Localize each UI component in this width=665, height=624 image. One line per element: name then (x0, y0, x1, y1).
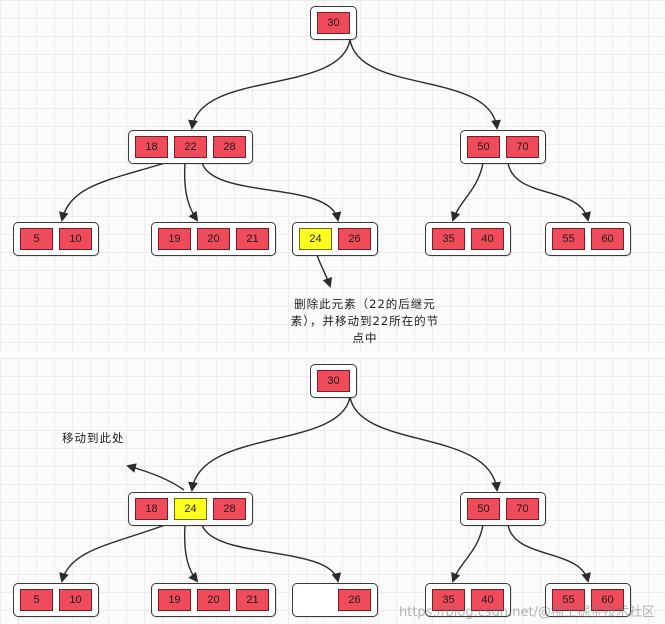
key: 55 (552, 589, 585, 611)
edge-18-leaf1-b (59, 524, 166, 583)
key: 20 (197, 228, 230, 250)
key: 28 (213, 498, 246, 520)
key: 5 (20, 228, 53, 250)
key: 50 (467, 498, 500, 520)
key: 19 (158, 228, 191, 250)
bottom-diagram-panel (0, 358, 665, 624)
leaf-node-5: 55 60 (545, 222, 631, 256)
leaf-node-3: 24 26 (292, 222, 378, 256)
key: 60 (591, 589, 624, 611)
edge-root-left-b (188, 396, 351, 492)
leaf-node-2: 19 20 21 (151, 583, 276, 617)
key: 70 (506, 498, 539, 520)
key: 35 (432, 228, 465, 250)
root-node: 30 (310, 6, 357, 40)
key: 70 (506, 136, 539, 158)
key: 50 (467, 136, 500, 158)
leaf-node-4: 35 40 (425, 583, 511, 617)
edge-70-leaf5 (507, 162, 592, 222)
internal-node-left: 18 22 28 (128, 130, 253, 164)
key-highlighted: 24 (299, 228, 332, 250)
key: 18 (135, 136, 168, 158)
key: 28 (213, 136, 246, 158)
edge-70-leaf5-b (507, 524, 591, 583)
leaf-node-2: 19 20 21 (151, 222, 276, 256)
edge-root-right (349, 39, 501, 130)
leaf-node-5: 55 60 (545, 583, 631, 617)
key: 26 (338, 589, 371, 611)
edge-50-leaf4-b (451, 524, 484, 583)
key: 40 (471, 228, 504, 250)
key-empty-slot (299, 589, 332, 611)
key: 20 (197, 589, 230, 611)
edge-24-note-b (126, 463, 185, 491)
key: 26 (338, 228, 371, 250)
key: 40 (471, 589, 504, 611)
internal-node-left: 18 24 28 (128, 492, 253, 526)
internal-node-right: 50 70 (460, 130, 546, 164)
key: 10 (59, 589, 92, 611)
key: 18 (135, 498, 168, 520)
leaf-node-1: 5 10 (13, 583, 99, 617)
key: 5 (20, 589, 53, 611)
edge-root-left (188, 39, 351, 130)
watermark: https://blog.csdn.net/@稀土掘金技术社区 (398, 605, 655, 620)
annotation-note: 删除此元素（22的后继元素），并移动到22所在的节点中 (290, 297, 440, 345)
key: 30 (317, 370, 350, 392)
key: 35 (432, 589, 465, 611)
key-highlighted: 24 (174, 498, 207, 520)
leaf-node-3: 26 (292, 583, 378, 617)
top-diagram-panel (0, 0, 665, 352)
key: 30 (317, 12, 350, 34)
edge-28-leaf3-b (201, 524, 342, 583)
key: 21 (236, 228, 269, 250)
key: 22 (174, 136, 207, 158)
key: 21 (236, 589, 269, 611)
edge-22-leaf2 (183, 162, 199, 222)
key: 60 (591, 228, 624, 250)
edge-50-leaf4 (450, 162, 484, 222)
annotation-note: 移动到此处 (62, 431, 125, 445)
edge-18-leaf1 (58, 162, 166, 222)
leaf-node-1: 5 10 (13, 222, 99, 256)
leaf-node-4: 35 40 (425, 222, 511, 256)
key: 19 (158, 589, 191, 611)
key: 10 (59, 228, 92, 250)
edge-28-leaf3 (201, 162, 342, 222)
edge-24-leaf2-b (183, 524, 199, 583)
edge-24-note (315, 251, 332, 288)
edge-root-right-b (349, 396, 501, 492)
root-node: 30 (310, 364, 357, 398)
key: 55 (552, 228, 585, 250)
internal-node-right: 50 70 (460, 492, 546, 526)
